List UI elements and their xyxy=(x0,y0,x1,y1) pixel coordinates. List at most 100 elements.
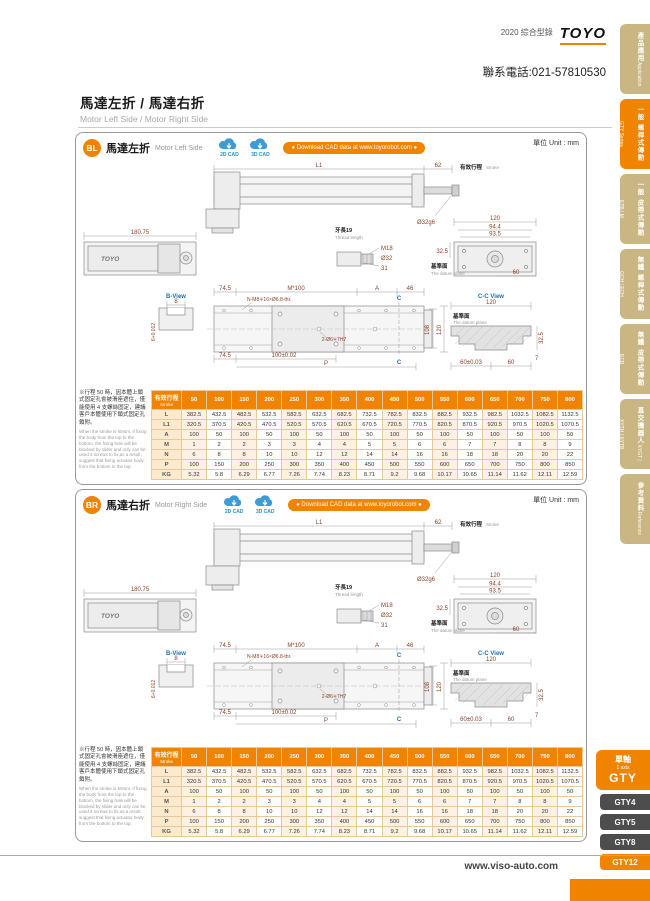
series-label-zh: 單軸 xyxy=(615,755,631,764)
tab-label-zh: 無鐵 皮帶式傳動 xyxy=(636,331,643,387)
table-cell: 1082.5 xyxy=(531,409,558,420)
stroke-label-zh: 有效行程 xyxy=(460,163,483,171)
row-label: L1 xyxy=(151,776,182,787)
table-cell: 450 xyxy=(356,816,383,827)
table-cell: 22 xyxy=(556,449,584,460)
thread-label-en: Thread length xyxy=(335,235,363,240)
table-cell: 100 xyxy=(481,429,508,440)
table-cell: 14 xyxy=(356,806,383,817)
table-cell: 570.5 xyxy=(306,776,333,787)
tab-label-zh: 參考資料 xyxy=(636,482,643,513)
table-cell: 850 xyxy=(556,816,584,827)
table-cell: 4 xyxy=(331,796,358,807)
stroke-column-header: 350 xyxy=(331,747,358,767)
table-cell: 482.5 xyxy=(231,766,258,777)
cc-hatch xyxy=(454,325,532,349)
sidebar-tab-xy-robot[interactable]: 直交機器人XYGT | XYTH | XYTB xyxy=(620,399,650,469)
table-cell: 682.5 xyxy=(331,766,358,777)
cad-2d-label: 2D CAD xyxy=(224,509,244,515)
tab-label-en: Reference xyxy=(636,512,642,536)
table-cell: 932.5 xyxy=(456,766,483,777)
dim-62: 62 xyxy=(435,163,442,169)
table-cell: 482.5 xyxy=(231,409,258,420)
download-cad-link[interactable]: ● Download CAD data at www.toyorobot.com… xyxy=(283,142,426,154)
end-view xyxy=(453,241,537,277)
model-button-gty5[interactable]: GTY5 xyxy=(600,814,650,830)
dim-46: 46 xyxy=(407,286,414,292)
table-cell: 5.32 xyxy=(180,469,208,480)
download-cad-link[interactable]: ● Download CAD data at www.toyorobot.com… xyxy=(288,499,430,511)
table-cell: 100 xyxy=(180,429,208,440)
cad-3d-label: 3D CAD xyxy=(251,152,270,158)
series-gty-header[interactable]: 單軸 1 axis GTY xyxy=(596,750,650,790)
table-cell: 632.5 xyxy=(306,409,333,420)
dim-32-5-cc: 32.5 xyxy=(539,332,545,344)
table-cell: 800 xyxy=(531,816,558,827)
sidebar-tab-ecb[interactable]: 無鐵 皮帶式傳動ECB xyxy=(620,324,650,394)
cloud-download-icon xyxy=(224,495,242,507)
table-cell: 10.65 xyxy=(456,826,483,837)
stroke-column-header: 700 xyxy=(506,390,533,410)
motor-brand-label: TOYO xyxy=(101,256,119,263)
stroke-label-en: Stroke xyxy=(486,165,500,170)
thread-label-en: Thread length xyxy=(335,592,363,597)
model-button-gty12[interactable]: GTY12 xyxy=(600,854,650,870)
cad-2d-button[interactable]: 2D CAD xyxy=(222,495,246,515)
table-cell: 150 xyxy=(206,816,233,827)
dim-A: A xyxy=(375,643,379,649)
cad-3d-button[interactable]: 3D CAD xyxy=(253,495,277,515)
table-cell: 6 xyxy=(406,439,433,450)
table-cell: 470.5 xyxy=(256,419,283,430)
motor-view xyxy=(83,598,197,633)
table-cell: 7 xyxy=(481,796,508,807)
table-cell: 12.11 xyxy=(531,826,558,837)
toyo-logo: TOYO xyxy=(559,25,606,45)
model-button-gty4[interactable]: GTY4 xyxy=(600,794,650,810)
table-cell: 7.74 xyxy=(306,826,333,837)
model-button-gty8[interactable]: GTY8 xyxy=(600,834,650,850)
table-cell: 5.8 xyxy=(206,469,233,480)
stroke-column-header: 450 xyxy=(381,390,408,410)
stroke-column-header: 350 xyxy=(331,390,358,410)
dim-74-5-bottom: 74.5 xyxy=(219,710,231,716)
sidebar-tab-application[interactable]: 產品應用Application xyxy=(620,24,650,94)
table-cell: 1070.5 xyxy=(556,776,584,787)
table-cell: 100 xyxy=(180,459,208,470)
table-cell: 720.5 xyxy=(381,419,408,430)
stroke-column-header: 500 xyxy=(406,390,433,410)
table-cell: 1032.5 xyxy=(506,409,533,420)
cc-view: C-C View 120 基準面 The datum plane xyxy=(450,651,545,727)
sidebar-tab-reference[interactable]: 參考資料Reference xyxy=(620,474,650,544)
table-cell: 50 xyxy=(456,429,483,440)
table-cell: 16 xyxy=(406,449,433,460)
cad-3d-button[interactable]: 3D CAD xyxy=(248,138,272,158)
table-cell: 720.5 xyxy=(381,776,408,787)
table-cell: 420.5 xyxy=(231,419,258,430)
sidebar-tab-etb-m[interactable]: 一般 皮帶式傳動ETB | M xyxy=(620,174,650,244)
table-cell: 750 xyxy=(506,816,533,827)
stroke-column-header: 650 xyxy=(481,747,508,767)
sidebar-tab-gty-series[interactable]: 一般 螺桿式傳動GTY Series xyxy=(620,99,650,169)
section-marker-c-bottom: C xyxy=(397,717,402,723)
table-cell: 3 xyxy=(281,796,308,807)
cad-2d-button[interactable]: 2D CAD xyxy=(217,138,241,158)
dim-31: 31 xyxy=(381,623,388,629)
side-view-dims xyxy=(213,522,453,574)
stroke-column-header: 150 xyxy=(231,390,258,410)
dim-rod-diameter: Ø32g6 xyxy=(417,220,436,226)
table-cell: 12.11 xyxy=(531,469,558,480)
table-cell: 770.5 xyxy=(406,419,433,430)
table-cell: 100 xyxy=(281,786,308,797)
table-cell: 6 xyxy=(180,806,208,817)
row-label: L xyxy=(151,409,182,420)
series-model-nav: 單軸 1 axis GTY GTY4 GTY5 GTY8 GTY12 xyxy=(596,750,650,870)
stroke-note: ※行程 50 時，因本體上鎖式固定孔會被滑座遮住，僅能使用 4 支螺絲固定，建議… xyxy=(79,747,147,827)
sidebar-tab-gch-ech[interactable]: 無鐵 螺桿式傳動GCH | ECH xyxy=(620,249,650,319)
table-cell: 520.5 xyxy=(281,419,308,430)
table-cell: 500 xyxy=(381,459,408,470)
dim-120-cc: 120 xyxy=(486,300,497,306)
